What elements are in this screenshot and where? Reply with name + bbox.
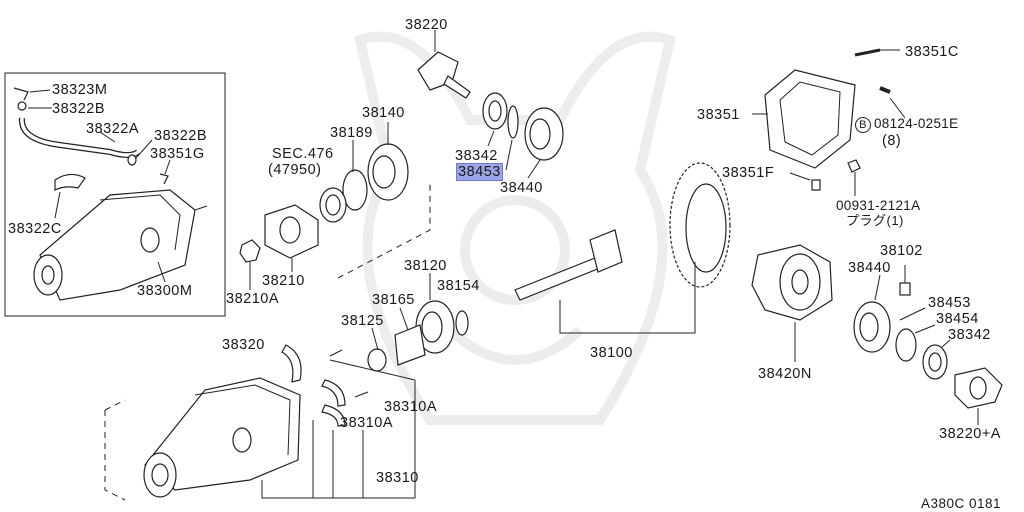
part-38440-top[interactable]: 38440: [500, 180, 543, 196]
part-38322A[interactable]: 38322A: [86, 121, 139, 137]
companion-flange-right: [954, 367, 1003, 425]
part-38165[interactable]: 38165: [372, 292, 415, 308]
side-bearing-right: [853, 265, 951, 380]
rear-cover: [752, 48, 906, 196]
diagram-code: A380C 0181: [921, 496, 1002, 511]
part-38453-top-highlighted[interactable]: 38453: [456, 163, 503, 181]
part-38420N[interactable]: 38420N: [758, 366, 812, 382]
companion-flange-left: [239, 204, 319, 290]
bracket-38100: [559, 262, 696, 334]
section-ref-47950: (47950): [268, 162, 322, 178]
part-38140[interactable]: 38140: [362, 105, 405, 121]
rear-housing: [143, 344, 369, 498]
dashed-guide-lower: [104, 399, 126, 501]
part-38323M[interactable]: 38323M: [52, 82, 108, 98]
part-38322B-right[interactable]: 38322B: [154, 128, 207, 144]
dashed-guide-upper: [337, 180, 431, 279]
part-38100[interactable]: 38100: [590, 345, 633, 361]
part-38342-top[interactable]: 38342: [455, 148, 498, 164]
part-38454[interactable]: 38454: [936, 311, 979, 327]
watermark-emblem: [354, 31, 676, 425]
part-38320[interactable]: 38320: [222, 337, 265, 353]
part-00931-2121A[interactable]: 00931-2121A: [836, 198, 921, 213]
bolt-badge-letter: B: [855, 117, 871, 133]
part-38351C[interactable]: 38351C: [905, 44, 959, 60]
bearing-top: [482, 92, 564, 179]
part-38220[interactable]: 38220: [405, 17, 448, 33]
part-38125[interactable]: 38125: [341, 313, 384, 329]
pinion-bearing-group: [319, 122, 409, 223]
part-38322B-left[interactable]: 38322B: [52, 101, 105, 117]
part-38310A-a[interactable]: 38310A: [384, 399, 437, 415]
breather-hose: [13, 87, 169, 191]
part-38440-right[interactable]: 38440: [848, 260, 891, 276]
drive-pinion: [514, 229, 623, 301]
inset-box: [4, 72, 226, 317]
part-38189[interactable]: 38189: [330, 125, 373, 141]
companion-flange-top: [417, 30, 471, 99]
bolt-quantity: (8): [882, 133, 902, 149]
part-38310[interactable]: 38310: [376, 470, 419, 486]
ring-gear: [669, 162, 731, 288]
part-38453-right[interactable]: 38453: [928, 295, 971, 311]
part-38342-right[interactable]: 38342: [948, 327, 991, 343]
part-38300M[interactable]: 38300M: [137, 283, 193, 299]
part-38351F[interactable]: 38351F: [722, 165, 775, 181]
part-38322C[interactable]: 38322C: [8, 221, 62, 237]
part-38102[interactable]: 38102: [880, 243, 923, 259]
part-38351G[interactable]: 38351G: [150, 146, 205, 162]
part-38351[interactable]: 38351: [697, 107, 740, 123]
plug-note: プラグ(1): [846, 213, 904, 228]
part-38120[interactable]: 38120: [404, 258, 447, 274]
bracket-38310: [261, 359, 416, 499]
part-38220A[interactable]: 38220+A: [939, 426, 1001, 442]
part-38210A[interactable]: 38210A: [226, 291, 279, 307]
part-38310A-b[interactable]: 38310A: [340, 415, 393, 431]
inset-leaders: [28, 89, 171, 283]
part-38210[interactable]: 38210: [262, 273, 305, 289]
differential-case: [751, 244, 833, 362]
part-38154[interactable]: 38154: [437, 278, 480, 294]
section-ref-476[interactable]: SEC.476: [272, 146, 334, 162]
part-08124-0251E[interactable]: 08124-0251E: [874, 116, 959, 131]
bearing-middle-group: [367, 273, 469, 372]
inset-diff-carrier: [33, 189, 208, 301]
